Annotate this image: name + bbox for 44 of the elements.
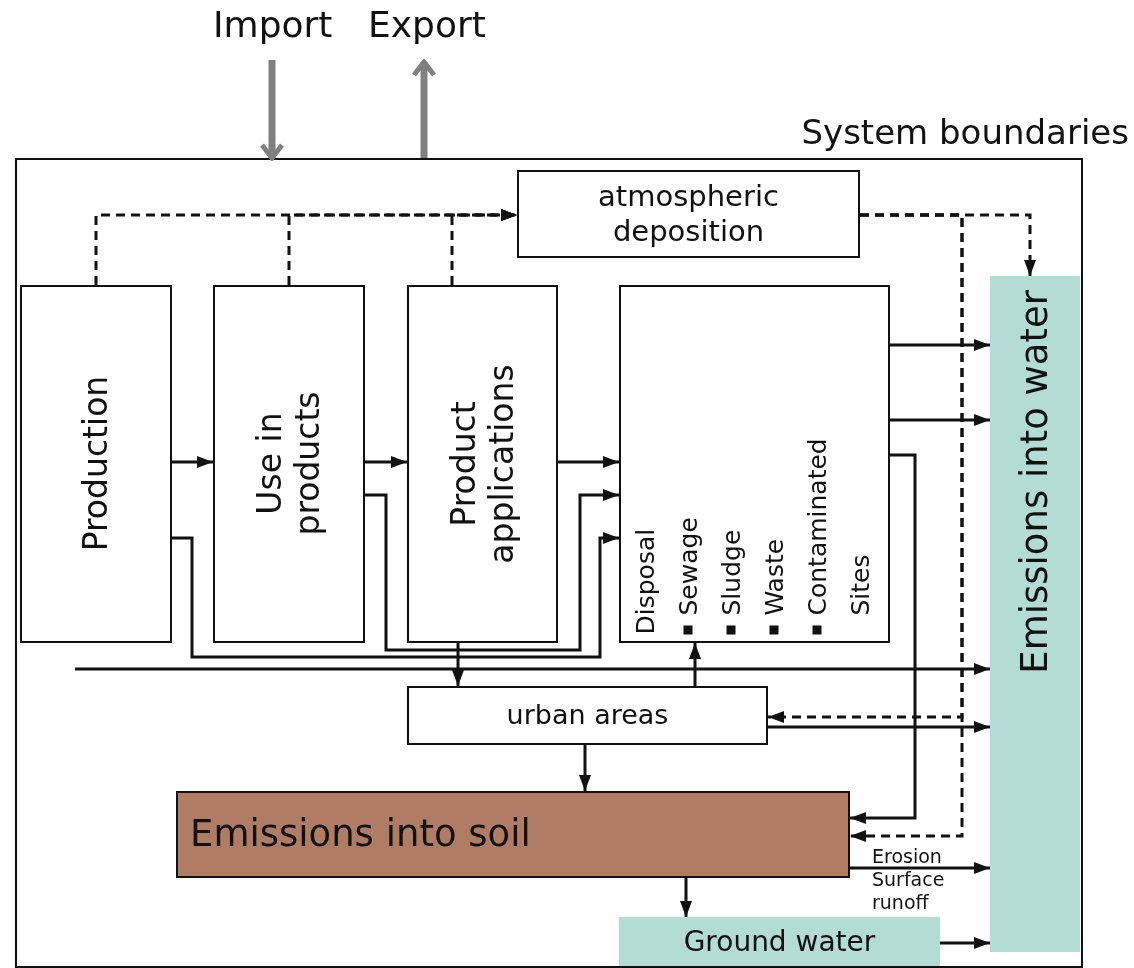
edge-label: Erosion Surface runoff (872, 845, 946, 914)
node-label: Production (76, 375, 115, 552)
dashed-arrow (850, 213, 964, 842)
process-box (407, 285, 558, 643)
process-box (20, 285, 172, 643)
arrow (558, 456, 619, 468)
process-box (407, 686, 768, 745)
arrow (940, 937, 990, 949)
arrow (365, 456, 407, 468)
arrow (365, 489, 619, 652)
node-label: Contaminated Sites (801, 436, 875, 615)
arrow (172, 532, 619, 659)
arrow (850, 862, 990, 874)
arrow (172, 456, 213, 468)
edge-label: Import (213, 6, 333, 44)
arrow (452, 643, 464, 686)
sink-panel (990, 276, 1080, 952)
process-box (619, 285, 890, 643)
dashed-arrow (450, 209, 517, 285)
arrow (75, 663, 990, 675)
node-label: Disposal (629, 528, 660, 634)
arrow (579, 745, 591, 791)
arrow (890, 339, 990, 351)
edge-label: Export (368, 6, 486, 44)
process-box (517, 170, 860, 258)
sink-panel (176, 791, 850, 878)
arrow (850, 453, 917, 824)
node-label: Ground water (683, 924, 876, 959)
node-label: Sludge (715, 529, 746, 615)
node-label: Emissions into water (1013, 290, 1057, 674)
node-label: Product applications (444, 362, 520, 566)
arrow (890, 414, 990, 426)
node-label: atmospheric deposition (597, 179, 780, 249)
arrow (680, 878, 692, 917)
node-label: urban areas (506, 699, 669, 732)
arrow (689, 643, 701, 686)
node-label: Sewage (672, 516, 703, 615)
boundary-label: System boundaries (801, 114, 1129, 152)
node-label: Waste (758, 538, 789, 615)
arrow (768, 721, 990, 733)
node-label: Emissions into soil (190, 812, 531, 857)
node-label: Use in products (250, 390, 327, 538)
sink-panel (619, 917, 940, 966)
process-box (213, 285, 365, 643)
